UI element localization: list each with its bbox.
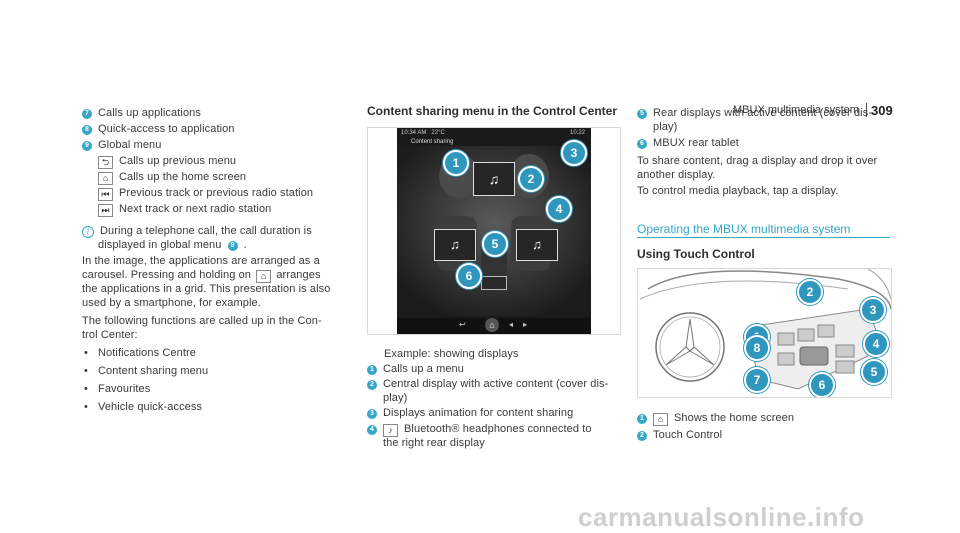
- sub-item: ⮌Calls up previous menu: [98, 154, 236, 169]
- callout-badge: 7: [82, 109, 92, 119]
- callout-8: 8: [744, 335, 770, 361]
- content-sharing-figure: 10:34 AM 22°C 10:22 Content sharing ♫ ♫ …: [367, 127, 621, 335]
- section-title-link[interactable]: Operating the MBUX multimedia system: [637, 222, 851, 236]
- home-icon: ⌂: [653, 413, 668, 426]
- paragraph-line: used by a smartphone, for example.: [82, 297, 261, 309]
- sub-item: ⏭Next track or next radio station: [98, 202, 271, 217]
- central-display[interactable]: ♫: [473, 162, 515, 196]
- paragraph-line: To control media playback, tap a display…: [637, 185, 839, 197]
- callout-badge: 9: [82, 141, 92, 151]
- callout-6: 6: [809, 372, 835, 397]
- next-track-icon: ⏭: [98, 204, 113, 217]
- screen-title: Content sharing: [411, 139, 454, 145]
- bullet-item: Notifications Centre: [84, 346, 196, 361]
- header-divider: [866, 103, 867, 117]
- running-header: MBUX multimedia system: [733, 104, 859, 116]
- next-track-icon[interactable]: ▸: [523, 320, 528, 329]
- touch-control-figure: 1 2 3 4 5 6 7 8: [637, 268, 892, 398]
- page-number: 309: [871, 103, 893, 118]
- callout-3: 3: [860, 297, 886, 323]
- previous-track-icon[interactable]: ◂: [509, 320, 514, 329]
- callout-6: 6: [456, 263, 482, 289]
- home-icon: ⌂: [98, 172, 113, 185]
- callout-2: 2: [518, 166, 544, 192]
- callout-2: 2: [797, 279, 823, 305]
- bottom-nav: ↩ ⌂ ◂ ▸: [397, 318, 591, 334]
- list-item-continuation: play): [383, 392, 408, 404]
- back-arrow-icon[interactable]: ↩: [459, 320, 466, 329]
- watermark: carmanualsonline.info: [578, 502, 865, 532]
- home-icon: ⌂: [256, 270, 272, 283]
- callout-3: 3: [561, 140, 587, 166]
- bullet-item: Vehicle quick-access: [84, 400, 202, 415]
- callout-5: 5: [482, 231, 508, 257]
- sub-item: ⌂Calls up the home screen: [98, 170, 246, 185]
- bluetooth-headphones-icon: ♪: [383, 424, 398, 437]
- section-heading: Content sharing menu in the Control Cent…: [367, 104, 618, 118]
- note-line: displayed in global menu 9.: [98, 239, 247, 251]
- sub-item: ⏮Previous track or previous radio statio…: [98, 186, 313, 201]
- section-rule: [637, 237, 890, 238]
- rear-display-right[interactable]: ♫: [516, 229, 558, 261]
- paragraph-line: carousel. Pressing and holding on ⌂ arra…: [82, 269, 321, 283]
- paragraph-line: the applications in a grid. This present…: [82, 283, 331, 295]
- bullet-item: Favourites: [84, 382, 150, 397]
- back-arrow-icon: ⮌: [98, 156, 113, 169]
- bullet-item: Content sharing menu: [84, 364, 208, 379]
- callout-5: 5: [861, 359, 887, 385]
- paragraph-line: In the image, the applications are arran…: [82, 255, 320, 267]
- paragraph-line: trol Center:: [82, 329, 138, 341]
- rear-tablet[interactable]: [481, 276, 507, 290]
- paragraph-line: The following functions are called up in…: [82, 315, 322, 327]
- previous-track-icon: ⏮: [98, 188, 113, 201]
- callout-badge: 8: [82, 125, 92, 135]
- list-item: 1⌂Shows the home screen: [637, 411, 794, 426]
- rear-display-left[interactable]: ♫: [434, 229, 476, 261]
- info-icon: i: [82, 226, 94, 238]
- paragraph-line: another display.: [637, 169, 716, 181]
- figure-caption: Example: showing displays: [384, 348, 519, 360]
- list-item: 4♪Bluetooth® headphones connected to: [367, 422, 592, 437]
- steering-wheel-illustration: [639, 269, 891, 390]
- callout-badge: 9: [227, 241, 238, 251]
- list-item-continuation: the right rear display: [383, 437, 485, 449]
- home-icon[interactable]: ⌂: [485, 318, 499, 332]
- status-clock: 10:22: [569, 130, 585, 136]
- subheading: Using Touch Control: [637, 247, 755, 261]
- paragraph-line: To share content, drag a display and dro…: [637, 155, 878, 167]
- status-time: 10:34 AM 22°C: [401, 130, 445, 136]
- callout-7: 7: [744, 367, 770, 393]
- callout-4: 4: [863, 331, 889, 357]
- list-item-continuation: play): [653, 121, 678, 133]
- callout-4: 4: [546, 196, 572, 222]
- callout-1: 1: [443, 150, 469, 176]
